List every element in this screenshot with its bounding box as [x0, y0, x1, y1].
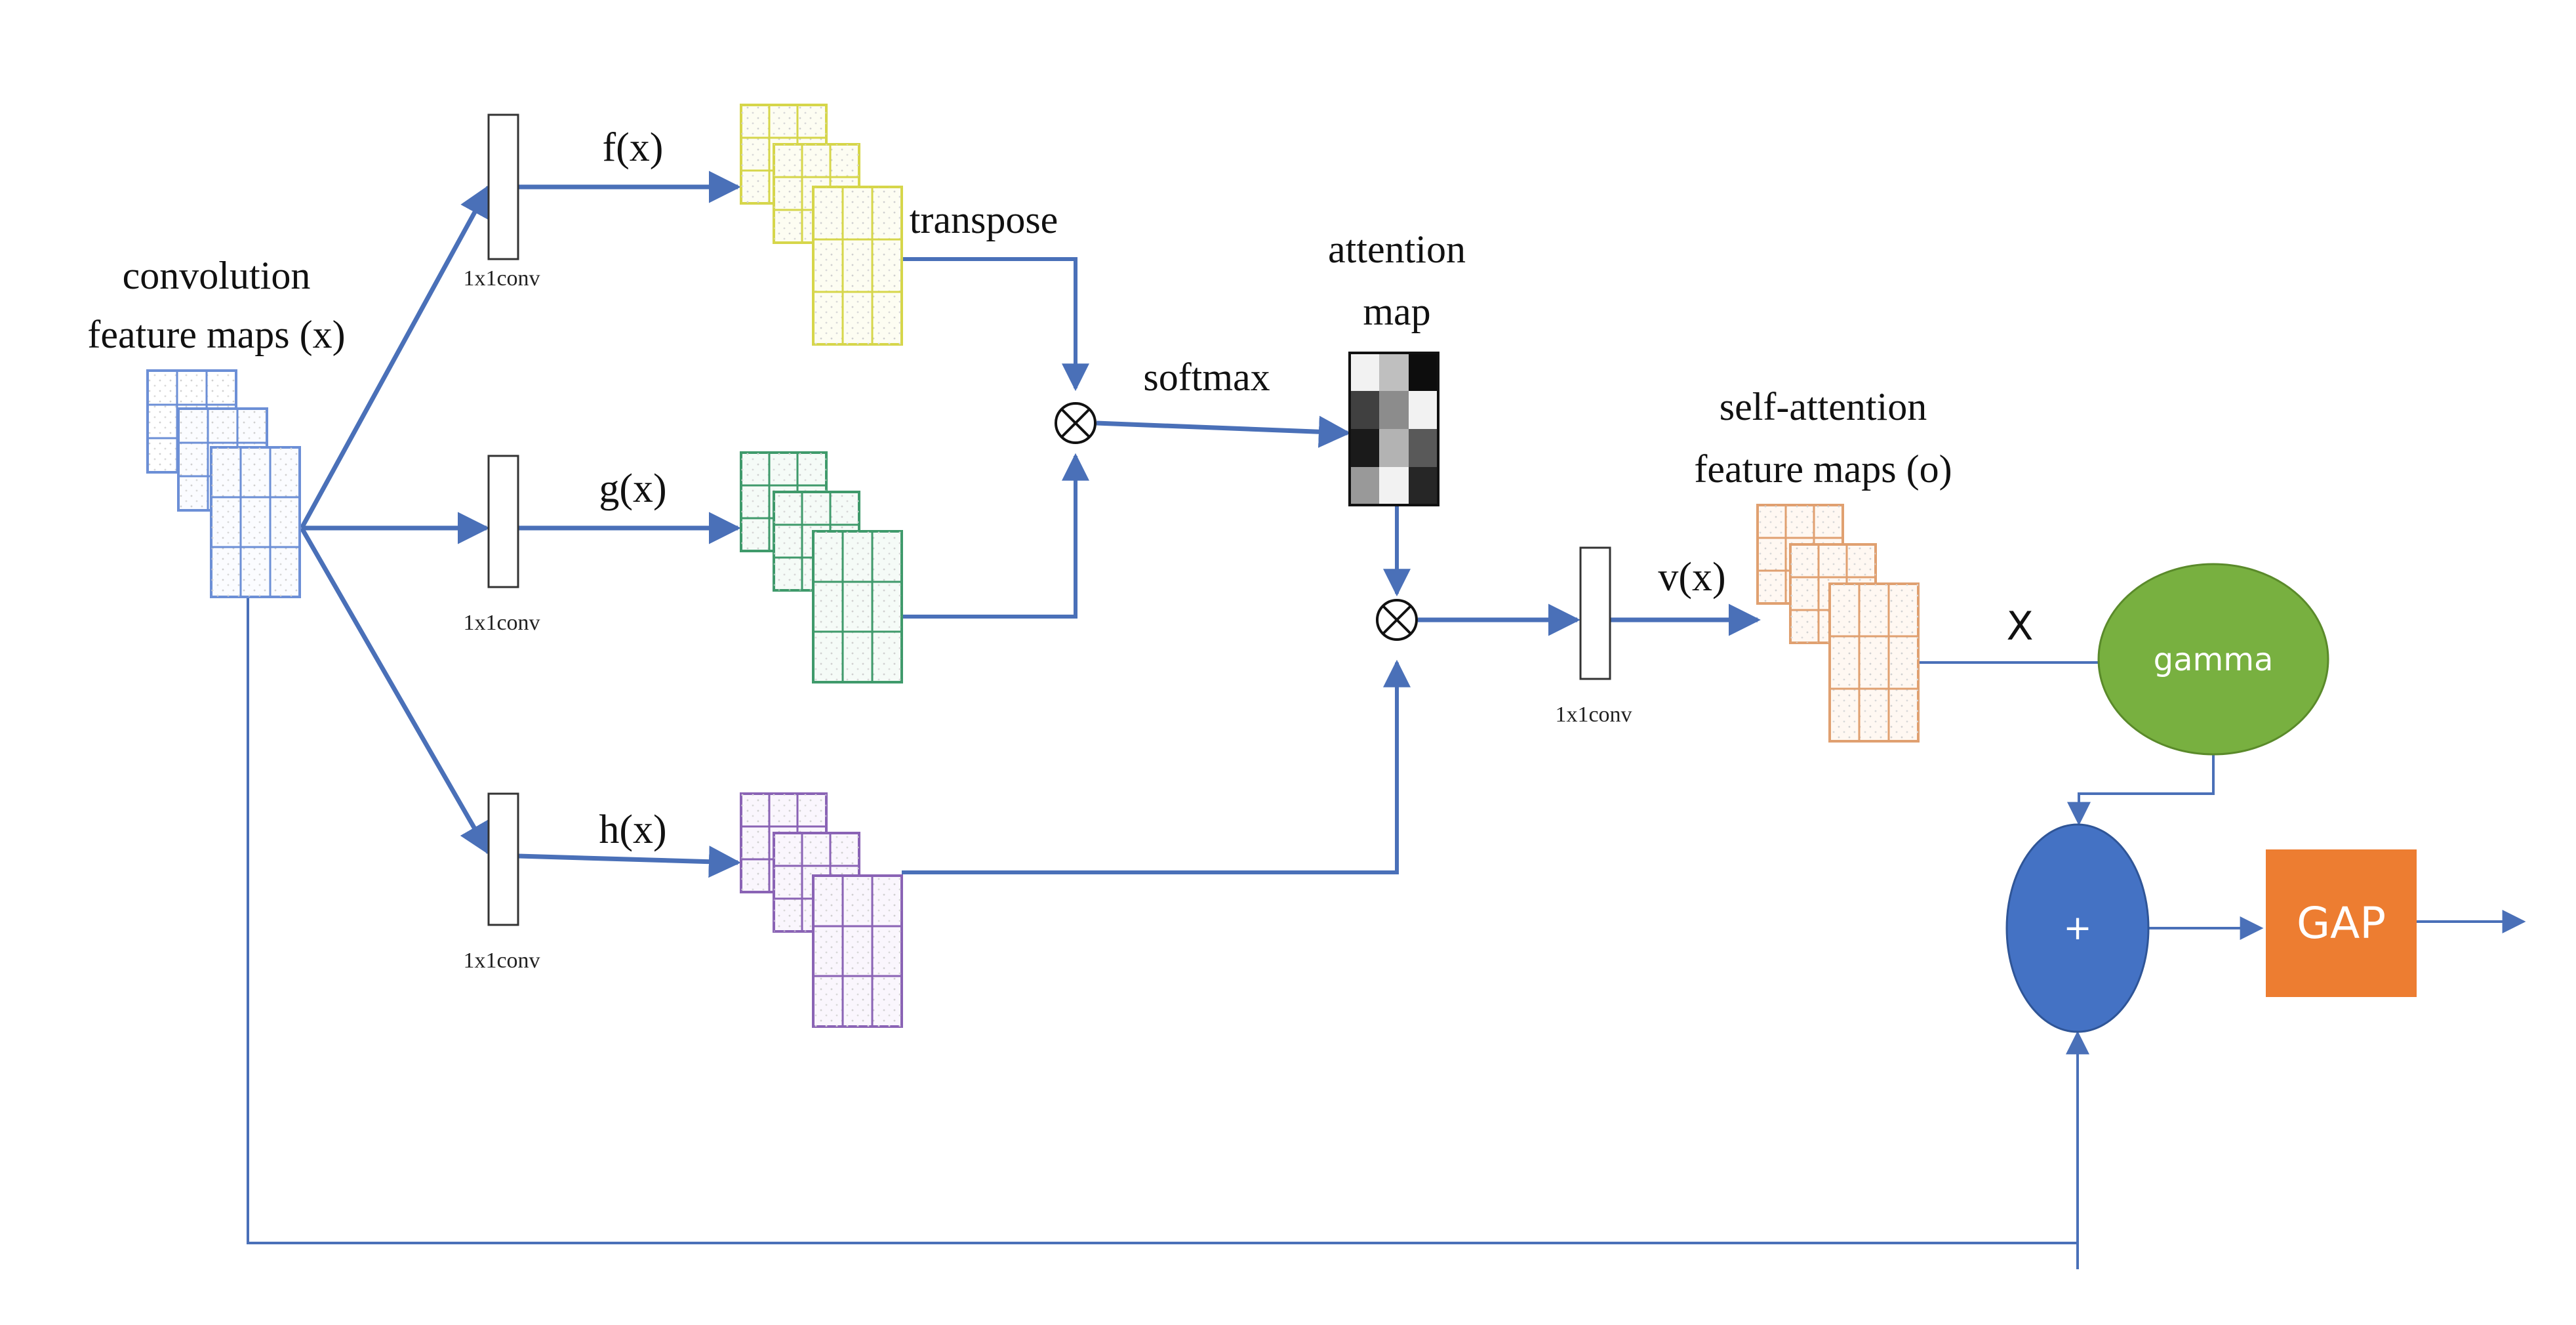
attention-cell — [1409, 353, 1438, 391]
arrow-gamma-to-plus — [2067, 754, 2215, 826]
attention-cell — [1379, 429, 1409, 467]
conv-label-g: 1x1conv — [463, 611, 540, 635]
input-map-3 — [210, 446, 301, 598]
conv-label-v: 1x1conv — [1555, 703, 1632, 727]
plus-node — [2005, 823, 2150, 1033]
label-vx: v(x) — [1658, 555, 1725, 600]
attention-cell — [1409, 467, 1438, 505]
input-title-line2: feature maps (x) — [87, 313, 345, 356]
conv-block-g — [487, 455, 519, 588]
attention-cell — [1350, 391, 1379, 429]
attention-cell — [1379, 353, 1409, 391]
arrow-fmaps-to-mult1 — [902, 257, 1089, 392]
conv-block-f — [487, 113, 519, 260]
label-attention-line2: map — [1363, 290, 1430, 333]
conv-label-h: 1x1conv — [463, 948, 540, 973]
attention-cell — [1409, 429, 1438, 467]
attention-cell — [1350, 467, 1379, 505]
h-feature-maps — [740, 792, 903, 1028]
self-attention-feature-maps — [1756, 504, 1920, 743]
scale-multiply-sign: X — [2006, 603, 2033, 649]
attention-cell — [1379, 391, 1409, 429]
g-feature-maps — [740, 451, 903, 683]
gap-box — [2266, 849, 2417, 997]
label-selfatt-line2: feature maps (o) — [1694, 447, 1952, 491]
conv-label-f: 1x1conv — [463, 266, 540, 291]
label-transpose: transpose — [910, 198, 1058, 241]
arrow-hmaps-to-mult2 — [902, 659, 1411, 874]
gamma-node — [2097, 563, 2329, 756]
label-selfatt-line1: self-attention — [1720, 385, 1927, 428]
label-fx: f(x) — [603, 125, 664, 170]
conv-block-h — [487, 792, 519, 926]
f-feature-maps — [740, 104, 903, 346]
attention-cell — [1409, 391, 1438, 429]
multiply-operator-1 — [1055, 402, 1097, 444]
conv-block-v — [1579, 546, 1611, 680]
label-hx: h(x) — [599, 807, 666, 852]
residual-skip-line — [247, 597, 2078, 1244]
attention-map — [1348, 352, 1439, 506]
gamma-label: gamma — [2154, 642, 2274, 678]
arrow-input-to-h-conv — [299, 527, 491, 856]
input-feature-maps — [146, 369, 301, 598]
plus-label: + — [2063, 908, 2092, 948]
attention-cell — [1350, 429, 1379, 467]
arrow-mult1-to-attention — [1096, 415, 1351, 448]
arrow-input-to-f-conv — [299, 184, 491, 529]
arrow-gmaps-to-mult1 — [902, 453, 1089, 619]
multiply-operator-2 — [1376, 599, 1418, 641]
gap-label: GAP — [2297, 898, 2386, 948]
label-gx: g(x) — [599, 466, 666, 511]
connectors — [247, 171, 2526, 1269]
attention-cell — [1350, 353, 1379, 391]
label-softmax: softmax — [1143, 356, 1270, 399]
input-title-line1: convolution — [123, 254, 311, 297]
label-attention-line1: attention — [1328, 228, 1466, 271]
attention-cell — [1379, 467, 1409, 505]
arrow-h-conv-to-hmaps — [517, 846, 741, 878]
